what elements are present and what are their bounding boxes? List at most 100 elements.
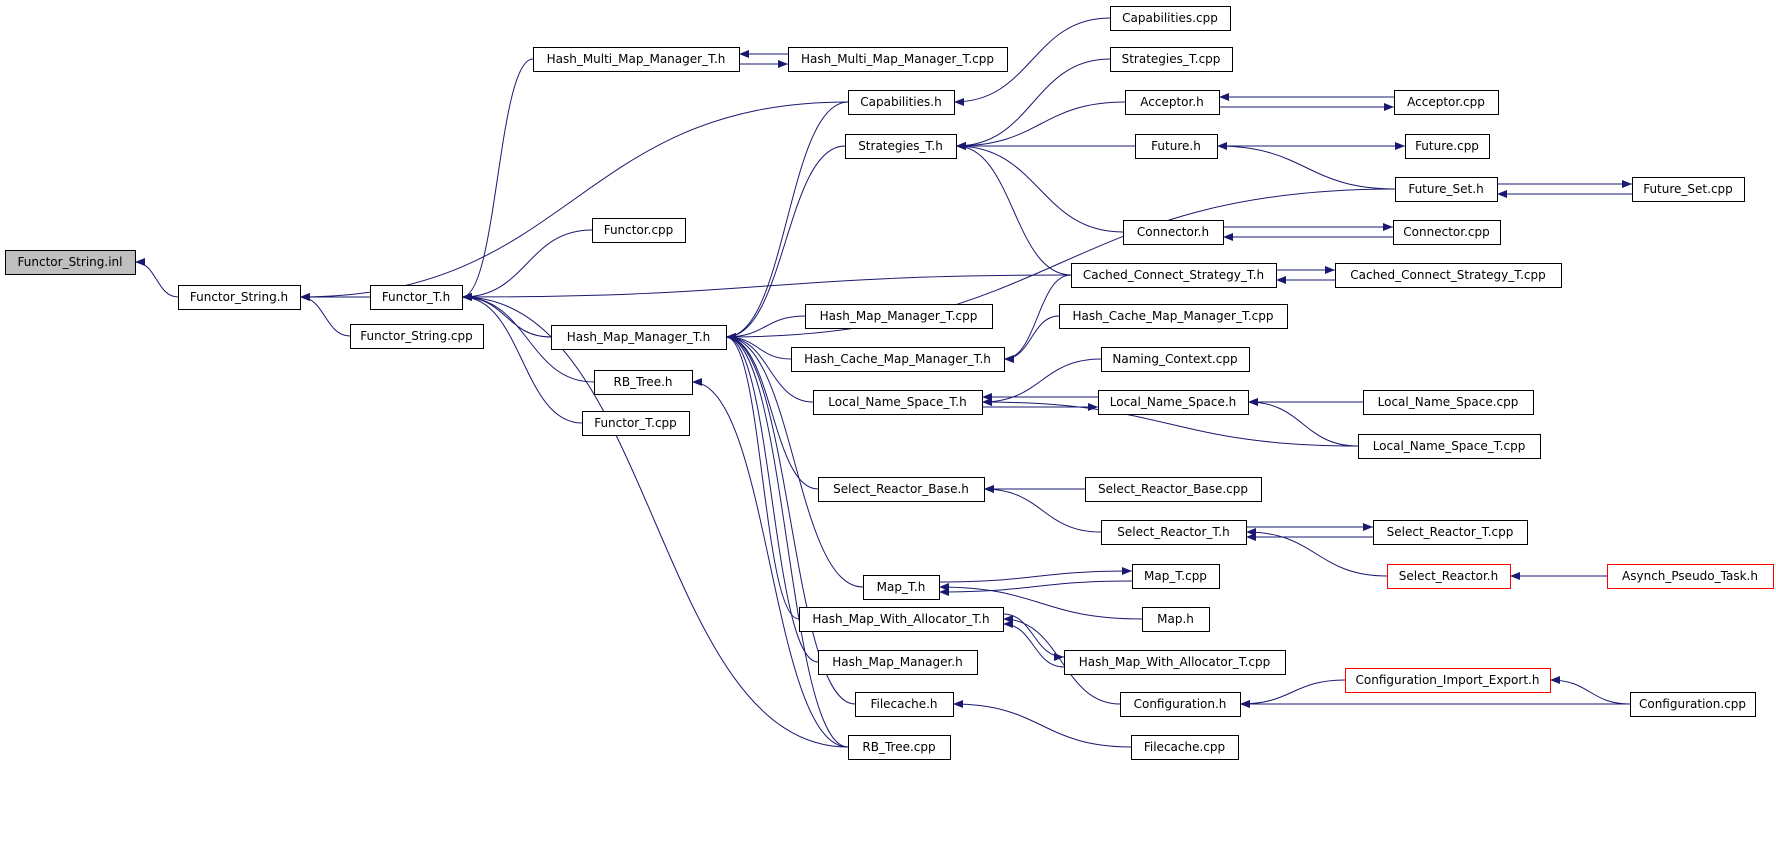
node-box xyxy=(848,735,951,760)
node-hash-map-manager-h[interactable]: Hash_Map_Manager.h xyxy=(818,650,978,675)
node-future-set-h[interactable]: Future_Set.h xyxy=(1395,177,1498,202)
edge-local-name-space-t-cpp-to-local-name-space-t-h xyxy=(981,398,1359,447)
node-label: Asynch_Pseudo_Task.h xyxy=(1622,569,1758,583)
edge-map-t-cpp-to-map-t-h xyxy=(938,580,1133,596)
node-hash-cache-map-manager-t-h[interactable]: Hash_Cache_Map_Manager_T.h xyxy=(791,347,1005,372)
node-box xyxy=(1131,735,1239,760)
node-cached-connect-strategy-t-h[interactable]: Cached_Connect_Strategy_T.h xyxy=(1071,263,1277,288)
node-hash-map-manager-t-cpp[interactable]: Hash_Map_Manager_T.cpp xyxy=(805,304,993,329)
node-functor-t-cpp[interactable]: Functor_T.cpp xyxy=(582,411,690,436)
node-configuration-h[interactable]: Configuration.h xyxy=(1120,692,1241,717)
node-local-name-space-t-h[interactable]: Local_Name_Space_T.h xyxy=(813,390,983,415)
node-layer: Functor_String.inlFunctor_String.hFuncto… xyxy=(5,6,1774,760)
node-hash-map-with-allocator-t-h[interactable]: Hash_Map_With_Allocator_T.h xyxy=(799,607,1004,632)
node-configuration-import-export-h[interactable]: Configuration_Import_Export.h xyxy=(1345,668,1551,693)
node-label: Select_Reactor_T.cpp xyxy=(1387,525,1514,539)
node-hash-multi-map-manager-t-cpp[interactable]: Hash_Multi_Map_Manager_T.cpp xyxy=(788,47,1008,72)
node-hash-cache-map-manager-t-cpp[interactable]: Hash_Cache_Map_Manager_T.cpp xyxy=(1059,304,1288,329)
node-label: Map_T.h xyxy=(877,580,926,594)
node-asynch-pseudo-task-h[interactable]: Asynch_Pseudo_Task.h xyxy=(1607,564,1774,589)
node-label: Capabilities.cpp xyxy=(1122,11,1218,25)
node-map-h[interactable]: Map.h xyxy=(1142,607,1210,632)
node-capabilities-h[interactable]: Capabilities.h xyxy=(848,90,955,115)
node-select-reactor-t-h[interactable]: Select_Reactor_T.h xyxy=(1101,520,1247,545)
edge-local-name-space-t-cpp-to-local-name-space-h xyxy=(1247,398,1359,447)
node-local-name-space-h[interactable]: Local_Name_Space.h xyxy=(1098,390,1249,415)
node-label: Strategies_T.h xyxy=(858,139,943,153)
node-label: Hash_Map_With_Allocator_T.h xyxy=(812,612,989,626)
node-functor-string-cpp[interactable]: Functor_String.cpp xyxy=(350,324,484,349)
node-select-reactor-base-cpp[interactable]: Select_Reactor_Base.cpp xyxy=(1085,477,1262,502)
node-box xyxy=(1395,177,1498,202)
node-acceptor-cpp[interactable]: Acceptor.cpp xyxy=(1394,90,1499,115)
node-strategies-t-h[interactable]: Strategies_T.h xyxy=(845,134,957,159)
edge-configuration-h-to-hash-map-with-allocator-t-h xyxy=(1002,615,1121,705)
node-label: Functor_String.inl xyxy=(18,255,123,269)
node-hash-multi-map-manager-t-h[interactable]: Hash_Multi_Map_Manager_T.h xyxy=(533,47,740,72)
edge-capabilities-cpp-to-capabilities-h xyxy=(953,17,1111,106)
node-filecache-h[interactable]: Filecache.h xyxy=(855,692,954,717)
edge-hash-multi-map-manager-t-h-to-functor-t-h xyxy=(461,58,534,301)
node-label: Local_Name_Space.h xyxy=(1110,395,1237,409)
node-cached-connect-strategy-t-cpp[interactable]: Cached_Connect_Strategy_T.cpp xyxy=(1335,263,1562,288)
node-configuration-cpp[interactable]: Configuration.cpp xyxy=(1630,692,1756,717)
node-box xyxy=(1630,692,1756,717)
node-box xyxy=(1125,90,1220,115)
node-functor-string-inl[interactable]: Functor_String.inl xyxy=(5,250,136,275)
node-box xyxy=(1358,434,1541,459)
edge-filecache-h-to-hash-map-manager-t-h xyxy=(725,333,856,705)
node-box xyxy=(1607,564,1774,589)
node-rb-tree-cpp[interactable]: RB_Tree.cpp xyxy=(848,735,951,760)
edge-rb-tree-cpp-to-hash-map-manager-t-h xyxy=(725,333,849,748)
node-hash-map-manager-t-h[interactable]: Hash_Map_Manager_T.h xyxy=(551,325,727,350)
edge-layer xyxy=(134,17,1632,748)
node-functor-cpp[interactable]: Functor.cpp xyxy=(592,218,686,243)
edge-select-reactor-h-to-select-reactor-t-h xyxy=(1245,528,1388,577)
node-label: Hash_Map_Manager_T.h xyxy=(567,330,710,344)
node-capabilities-cpp[interactable]: Capabilities.cpp xyxy=(1110,6,1231,31)
node-map-t-cpp[interactable]: Map_T.cpp xyxy=(1132,564,1220,589)
edge-filecache-cpp-to-filecache-h xyxy=(952,700,1132,748)
node-future-h[interactable]: Future.h xyxy=(1135,134,1218,159)
node-box xyxy=(1387,564,1511,589)
node-box xyxy=(1393,220,1501,245)
node-functor-t-h[interactable]: Functor_T.h xyxy=(370,285,463,310)
node-box xyxy=(791,347,1005,372)
node-hash-map-with-allocator-t-cpp[interactable]: Hash_Map_With_Allocator_T.cpp xyxy=(1064,650,1286,675)
node-label: Hash_Multi_Map_Manager_T.cpp xyxy=(801,52,994,66)
node-functor-string-h[interactable]: Functor_String.h xyxy=(178,285,301,310)
node-box xyxy=(1110,47,1233,72)
node-connector-h[interactable]: Connector.h xyxy=(1123,220,1224,245)
edge-capabilities-h-to-hash-map-manager-t-h xyxy=(725,101,849,341)
node-label: Future.h xyxy=(1151,139,1201,153)
node-connector-cpp[interactable]: Connector.cpp xyxy=(1393,220,1501,245)
node-select-reactor-base-h[interactable]: Select_Reactor_Base.h xyxy=(818,477,985,502)
node-select-reactor-t-cpp[interactable]: Select_Reactor_T.cpp xyxy=(1373,520,1528,545)
node-label: Functor_T.h xyxy=(382,290,450,304)
node-rb-tree-h[interactable]: RB_Tree.h xyxy=(594,370,693,395)
node-future-set-cpp[interactable]: Future_Set.cpp xyxy=(1632,177,1745,202)
node-future-cpp[interactable]: Future.cpp xyxy=(1405,134,1490,159)
node-map-t-h[interactable]: Map_T.h xyxy=(863,575,940,600)
edge-connector-h-to-strategies-t-h xyxy=(955,142,1124,233)
node-label: Filecache.h xyxy=(870,697,937,711)
node-label: RB_Tree.h xyxy=(614,375,673,389)
node-box xyxy=(848,90,955,115)
node-box xyxy=(1098,390,1249,415)
edge-hash-cache-map-manager-t-cpp-to-hash-cache-map-manager-t-h xyxy=(1003,315,1060,363)
edge-map-h-to-map-t-h xyxy=(938,583,1143,620)
node-local-name-space-cpp[interactable]: Local_Name_Space.cpp xyxy=(1363,390,1534,415)
node-acceptor-h[interactable]: Acceptor.h xyxy=(1125,90,1220,115)
node-box xyxy=(594,370,693,395)
node-local-name-space-t-cpp[interactable]: Local_Name_Space_T.cpp xyxy=(1358,434,1541,459)
edge-select-reactor-base-h-to-hash-map-manager-t-h xyxy=(725,333,819,490)
node-filecache-cpp[interactable]: Filecache.cpp xyxy=(1131,735,1239,760)
edge-map-t-h-to-hash-map-manager-t-h xyxy=(725,333,864,588)
node-select-reactor-h[interactable]: Select_Reactor.h xyxy=(1387,564,1511,589)
node-label: Acceptor.h xyxy=(1140,95,1204,109)
node-label: Capabilities.h xyxy=(860,95,941,109)
node-naming-context-cpp[interactable]: Naming_Context.cpp xyxy=(1101,347,1250,372)
node-box xyxy=(1071,263,1277,288)
node-strategies-t-cpp[interactable]: Strategies_T.cpp xyxy=(1110,47,1233,72)
node-label: Future.cpp xyxy=(1415,139,1479,153)
